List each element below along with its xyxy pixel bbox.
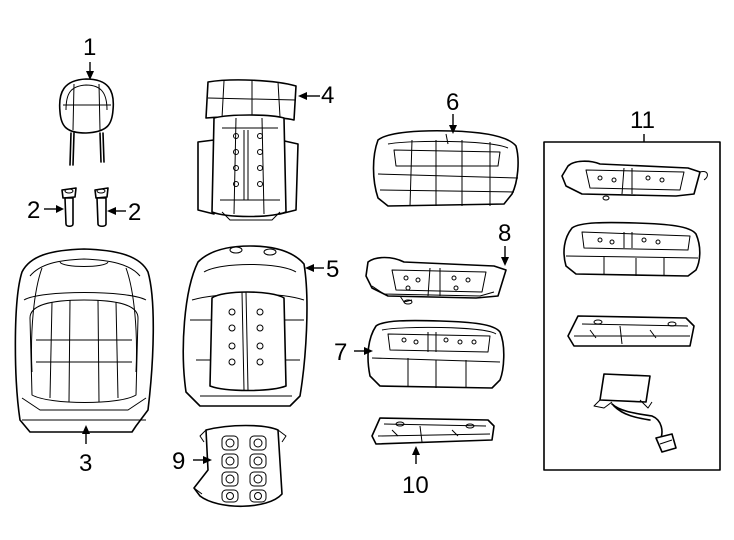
seat-cushion-pad-part (367, 319, 505, 389)
callout-8: 8 (498, 220, 511, 247)
headrest-part (58, 78, 115, 166)
kit-seat-pan (567, 315, 695, 347)
callout-8-leader (501, 246, 509, 266)
callout-5-leader (305, 264, 324, 272)
callout-10: 10 (402, 472, 429, 499)
callout-11: 11 (630, 107, 655, 134)
callout-7: 7 (334, 339, 347, 366)
kit-cushion-heater (561, 160, 708, 201)
callout-6: 6 (446, 89, 459, 116)
callout-2a: 2 (27, 197, 40, 224)
kit-cushion-pad (563, 221, 701, 277)
callout-2a-leader (44, 205, 64, 213)
cushion-heater-part (365, 256, 507, 305)
callout-6-leader (449, 114, 457, 134)
seat-pan-part (371, 417, 495, 445)
callout-9: 9 (172, 448, 185, 475)
callout-5: 5 (326, 256, 339, 283)
kit-control-module (593, 373, 677, 453)
callout-4: 4 (321, 82, 334, 109)
seat-back-cover-part (14, 248, 155, 433)
callout-3: 3 (79, 450, 92, 477)
callout-1-leader (86, 62, 94, 80)
headrest-guide-left (61, 187, 77, 228)
callout-2b: 2 (128, 199, 141, 226)
seat-back-pad-part (197, 79, 299, 221)
lumbar-pad-part (193, 424, 287, 508)
callout-2b-leader (107, 207, 126, 215)
callout-7-leader (354, 347, 373, 355)
callout-3-leader (82, 425, 90, 444)
seat-back-frame-part (182, 245, 308, 407)
callout-1: 1 (83, 34, 96, 61)
callout-9-leader (193, 456, 212, 464)
callout-10-leader (412, 446, 420, 464)
headrest-guide-right (94, 187, 109, 228)
seat-cushion-cover-part (372, 129, 519, 207)
part-11-kit-box (543, 141, 721, 471)
callout-4-leader (298, 92, 320, 100)
